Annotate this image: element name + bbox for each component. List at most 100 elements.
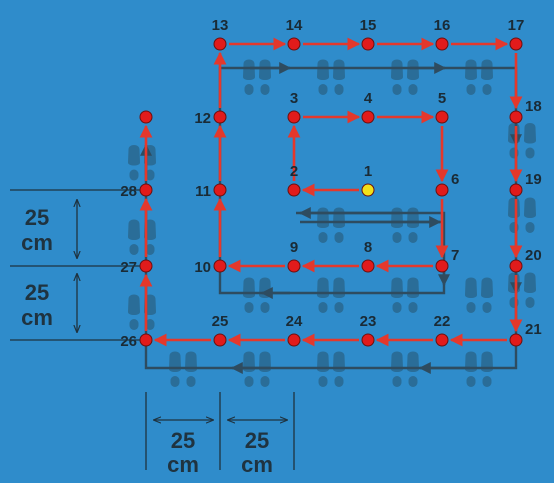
point-label: 15 bbox=[360, 17, 377, 34]
left-footprint-icon bbox=[243, 278, 255, 314]
point-label: 23 bbox=[360, 313, 377, 330]
path-point bbox=[362, 260, 374, 272]
path-point bbox=[214, 111, 226, 123]
left-footprint-icon bbox=[508, 273, 520, 309]
point-label: 16 bbox=[434, 17, 451, 34]
path-point bbox=[510, 184, 522, 196]
path-point bbox=[288, 184, 300, 196]
left-footprint-icon bbox=[465, 278, 477, 314]
path-point bbox=[436, 260, 448, 272]
measure-value: 25 bbox=[25, 205, 49, 230]
path-point bbox=[362, 38, 374, 50]
path-point bbox=[288, 260, 300, 272]
measure-value: 25 bbox=[171, 428, 195, 453]
right-footprint-icon bbox=[407, 278, 419, 314]
path-point bbox=[288, 38, 300, 50]
point-label: 11 bbox=[195, 183, 211, 200]
point-label: 24 bbox=[286, 313, 303, 330]
right-footprint-icon bbox=[259, 352, 271, 388]
path-point bbox=[214, 334, 226, 346]
right-footprint-icon bbox=[259, 278, 271, 314]
left-footprint-icon bbox=[391, 278, 403, 314]
left-footprint-icon bbox=[243, 352, 255, 388]
point-label: 26 bbox=[120, 333, 137, 350]
path-point bbox=[140, 184, 152, 196]
point-label: 9 bbox=[290, 239, 298, 256]
left-footprint-icon bbox=[508, 198, 520, 234]
right-footprint-icon bbox=[185, 352, 197, 388]
footprints-layer bbox=[128, 60, 536, 388]
right-footprint-icon bbox=[524, 123, 536, 159]
right-footprint-icon bbox=[407, 352, 419, 388]
path-point bbox=[214, 38, 226, 50]
start-point bbox=[362, 184, 374, 196]
point-label: 3 bbox=[290, 90, 298, 107]
path-point bbox=[140, 260, 152, 272]
point-label: 28 bbox=[120, 183, 137, 200]
left-footprint-icon bbox=[391, 60, 403, 96]
point-label: 25 bbox=[212, 313, 229, 330]
right-footprint-icon bbox=[481, 60, 493, 96]
right-footprint-icon bbox=[333, 60, 345, 96]
point-label: 6 bbox=[451, 171, 459, 188]
measure-value: 25 bbox=[245, 428, 269, 453]
right-footprint-icon bbox=[407, 60, 419, 96]
path-point bbox=[362, 111, 374, 123]
point-label: 27 bbox=[120, 259, 137, 276]
path-point bbox=[436, 38, 448, 50]
path-point bbox=[510, 38, 522, 50]
path-point bbox=[362, 334, 374, 346]
left-footprint-icon bbox=[243, 60, 255, 96]
point-label: 12 bbox=[194, 110, 211, 127]
point-label: 2 bbox=[290, 163, 298, 180]
point-label: 8 bbox=[364, 239, 372, 256]
point-label: 1 bbox=[364, 163, 372, 180]
left-footprint-icon bbox=[391, 352, 403, 388]
point-label: 14 bbox=[286, 17, 303, 34]
path-point bbox=[510, 111, 522, 123]
point-label: 7 bbox=[451, 247, 459, 264]
left-footprint-icon bbox=[128, 220, 140, 256]
path-point bbox=[510, 260, 522, 272]
point-label: 4 bbox=[364, 90, 373, 107]
right-footprint-icon bbox=[333, 278, 345, 314]
left-footprint-icon bbox=[317, 60, 329, 96]
left-footprint-icon bbox=[465, 352, 477, 388]
right-footprint-icon bbox=[259, 60, 271, 96]
point-label: 20 bbox=[525, 247, 542, 264]
left-footprint-icon bbox=[317, 352, 329, 388]
left-footprint-icon bbox=[465, 60, 477, 96]
left-footprint-icon bbox=[508, 123, 520, 159]
point-label: 21 bbox=[525, 321, 542, 338]
path-point bbox=[288, 334, 300, 346]
point-label: 22 bbox=[434, 313, 451, 330]
left-footprint-icon bbox=[169, 352, 181, 388]
left-footprint-icon bbox=[128, 145, 140, 181]
point-label: 5 bbox=[438, 90, 446, 107]
path-point bbox=[214, 260, 226, 272]
point-label: 19 bbox=[525, 171, 542, 188]
point-label: 18 bbox=[525, 98, 542, 115]
measure-unit: cm bbox=[21, 230, 53, 255]
path-point bbox=[436, 111, 448, 123]
point-label: 13 bbox=[212, 17, 229, 34]
measure-unit: cm bbox=[167, 452, 199, 477]
measure-value: 25 bbox=[25, 280, 49, 305]
right-footprint-icon bbox=[481, 278, 493, 314]
path-point bbox=[140, 334, 152, 346]
left-footprint-icon bbox=[317, 278, 329, 314]
point-label: 10 bbox=[194, 259, 211, 276]
path-point bbox=[436, 184, 448, 196]
path-point bbox=[510, 334, 522, 346]
path-point bbox=[140, 111, 152, 123]
path-point bbox=[288, 111, 300, 123]
right-footprint-icon bbox=[481, 352, 493, 388]
right-footprint-icon bbox=[524, 198, 536, 234]
right-footprint-icon bbox=[333, 352, 345, 388]
path-point bbox=[214, 184, 226, 196]
measure-unit: cm bbox=[241, 452, 273, 477]
measure-unit: cm bbox=[21, 305, 53, 330]
path-point bbox=[436, 334, 448, 346]
point-label: 17 bbox=[508, 17, 525, 34]
